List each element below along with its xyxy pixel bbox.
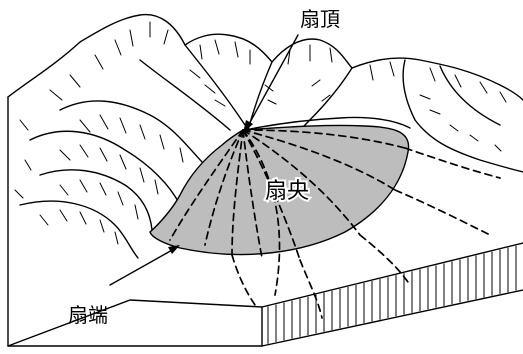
label-center: 扇央 — [265, 179, 309, 204]
fan-shape — [149, 124, 410, 256]
label-toe: 扇端 — [68, 303, 108, 327]
block-face-hatching — [267, 245, 517, 344]
block-outline — [7, 96, 523, 347]
label-apex: 扇頂 — [300, 7, 340, 31]
apex-arrowhead — [243, 120, 253, 133]
fan-channels — [169, 129, 501, 319]
toe-arrowhead — [168, 245, 180, 254]
label-pointers — [109, 34, 299, 286]
